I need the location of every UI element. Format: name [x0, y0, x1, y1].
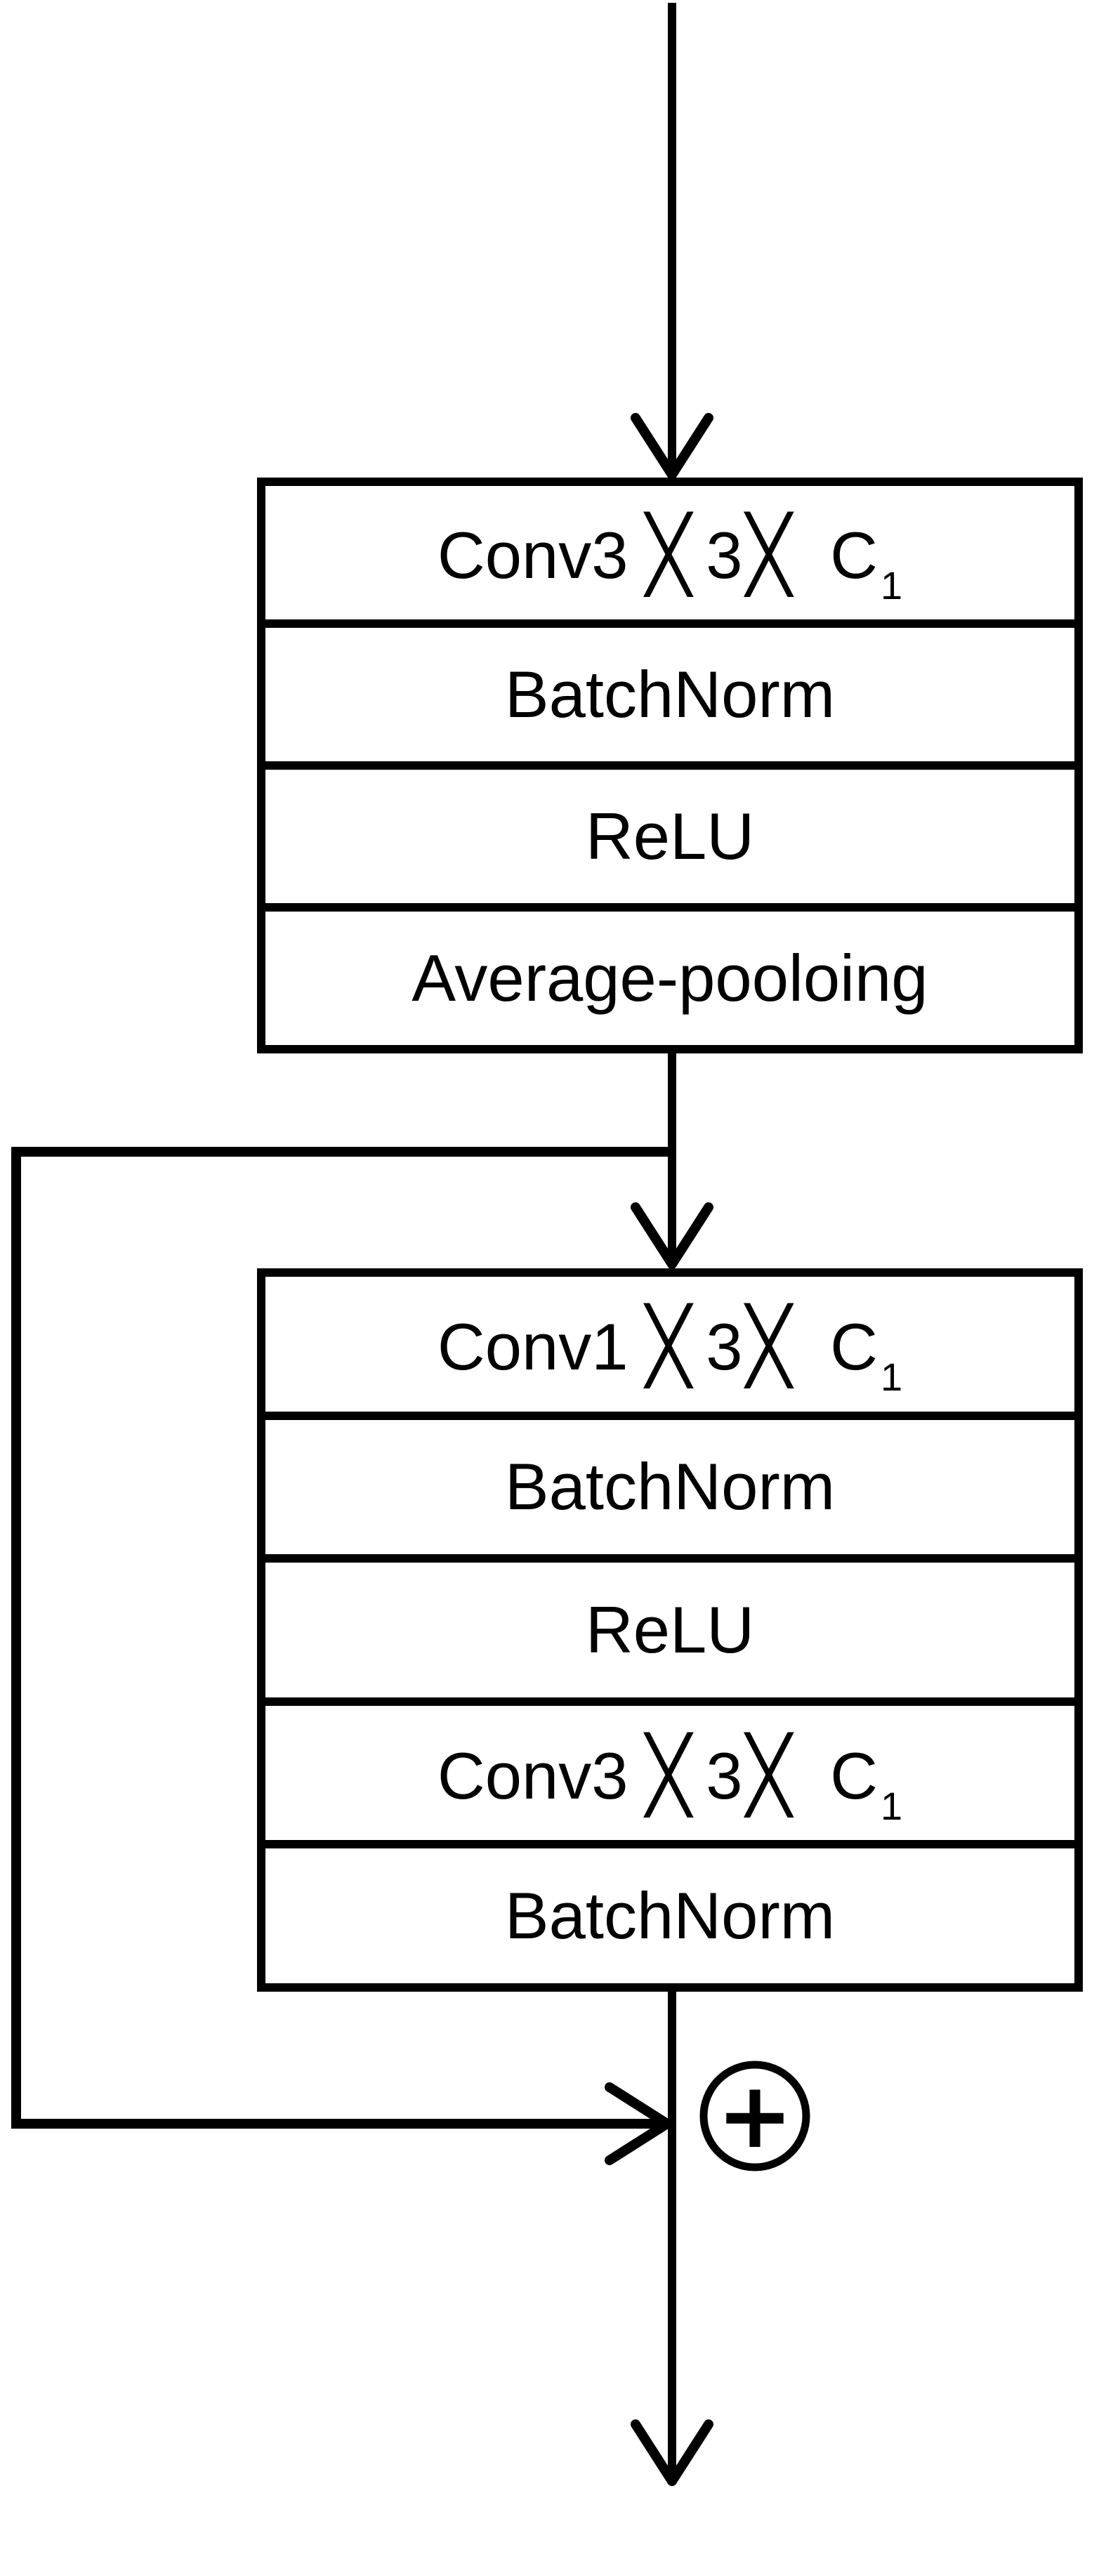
layer-label: Average-pooloing: [412, 941, 928, 1015]
kernel-size-text: 3: [706, 518, 743, 592]
plus-icon: +: [717, 2062, 794, 2169]
multiply-icon: ╳: [646, 511, 691, 597]
channels-subscript: 1: [880, 1783, 903, 1828]
block2-arrowhead-icon: [631, 1202, 713, 1269]
multiply-icon: ╳: [746, 511, 791, 597]
input-arrowhead-icon: [631, 413, 713, 480]
layer-row-batchnorm: BatchNorm: [265, 1840, 1074, 1983]
channels-text: C: [830, 1738, 878, 1813]
layer-label: ReLU: [585, 799, 755, 873]
multiply-icon: ╳: [646, 1731, 691, 1818]
layer-label: BatchNorm: [504, 657, 836, 731]
output-arrowhead-icon: [631, 2419, 713, 2486]
channels-subscript: 1: [880, 1354, 903, 1399]
multiply-icon: ╳: [746, 1731, 791, 1818]
sum-circle: [699, 2061, 810, 2171]
layer-row-batchnorm: BatchNorm: [265, 619, 1074, 761]
channels-subscript: 1: [880, 563, 903, 607]
skip-connection-line: [11, 1147, 672, 2129]
channels-text: C: [830, 518, 878, 592]
kernel-size-text: 3: [706, 1738, 743, 1813]
channels-text: C: [830, 1309, 878, 1384]
layer-label: BatchNorm: [504, 1450, 836, 1524]
multiply-icon: ╳: [746, 1302, 791, 1388]
layer-row-relu: ReLU: [265, 761, 1074, 903]
layer-row-batchnorm: BatchNorm: [265, 1411, 1074, 1555]
layer-label: ReLU: [585, 1592, 755, 1667]
multiply-icon: ╳: [646, 1302, 691, 1388]
conv-text: Conv1: [437, 1309, 628, 1384]
skip-arrowhead-icon: [605, 2082, 672, 2165]
layer-label: BatchNorm: [504, 1879, 836, 1953]
kernel-size-text: 3: [706, 1309, 743, 1384]
conv-text: Conv3: [437, 518, 628, 592]
layer-row-avgpool: Average-pooloing: [265, 903, 1074, 1045]
layer-row-relu: ReLU: [265, 1554, 1074, 1697]
conv-text: Conv3: [437, 1738, 628, 1813]
